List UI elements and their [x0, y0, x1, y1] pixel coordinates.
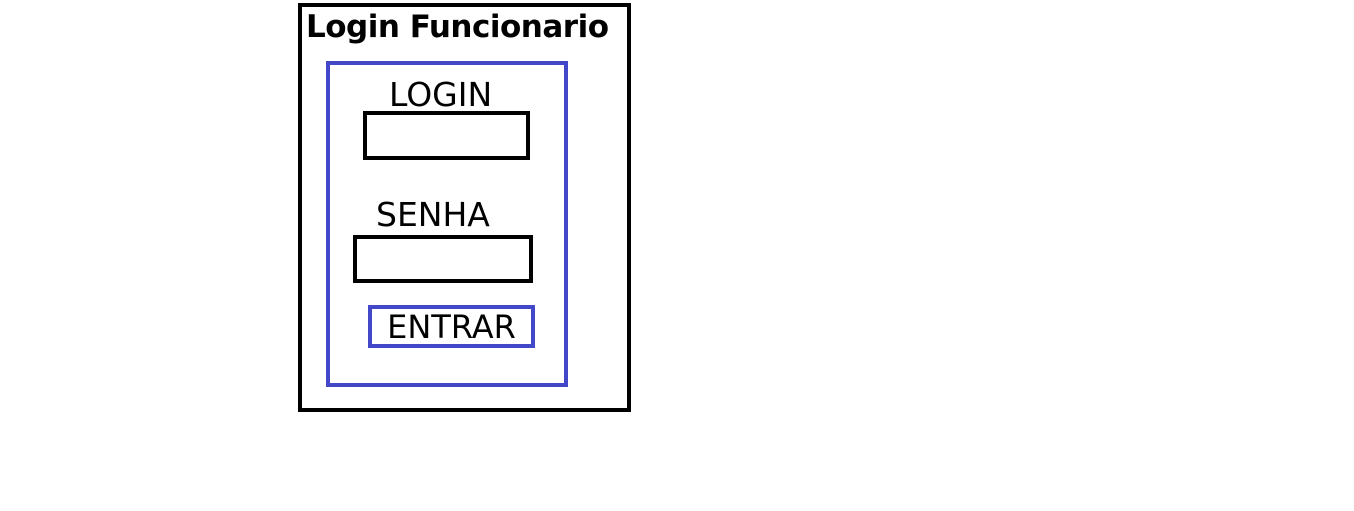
login-label: LOGIN [389, 75, 493, 114]
login-window-frame [298, 3, 631, 412]
window-title: Login Funcionario [306, 9, 609, 45]
senha-input[interactable] [353, 235, 533, 283]
entrar-button[interactable]: ENTRAR [368, 305, 535, 348]
login-input[interactable] [363, 111, 530, 160]
login-form-panel [326, 61, 568, 387]
senha-label: SENHA [376, 195, 490, 234]
